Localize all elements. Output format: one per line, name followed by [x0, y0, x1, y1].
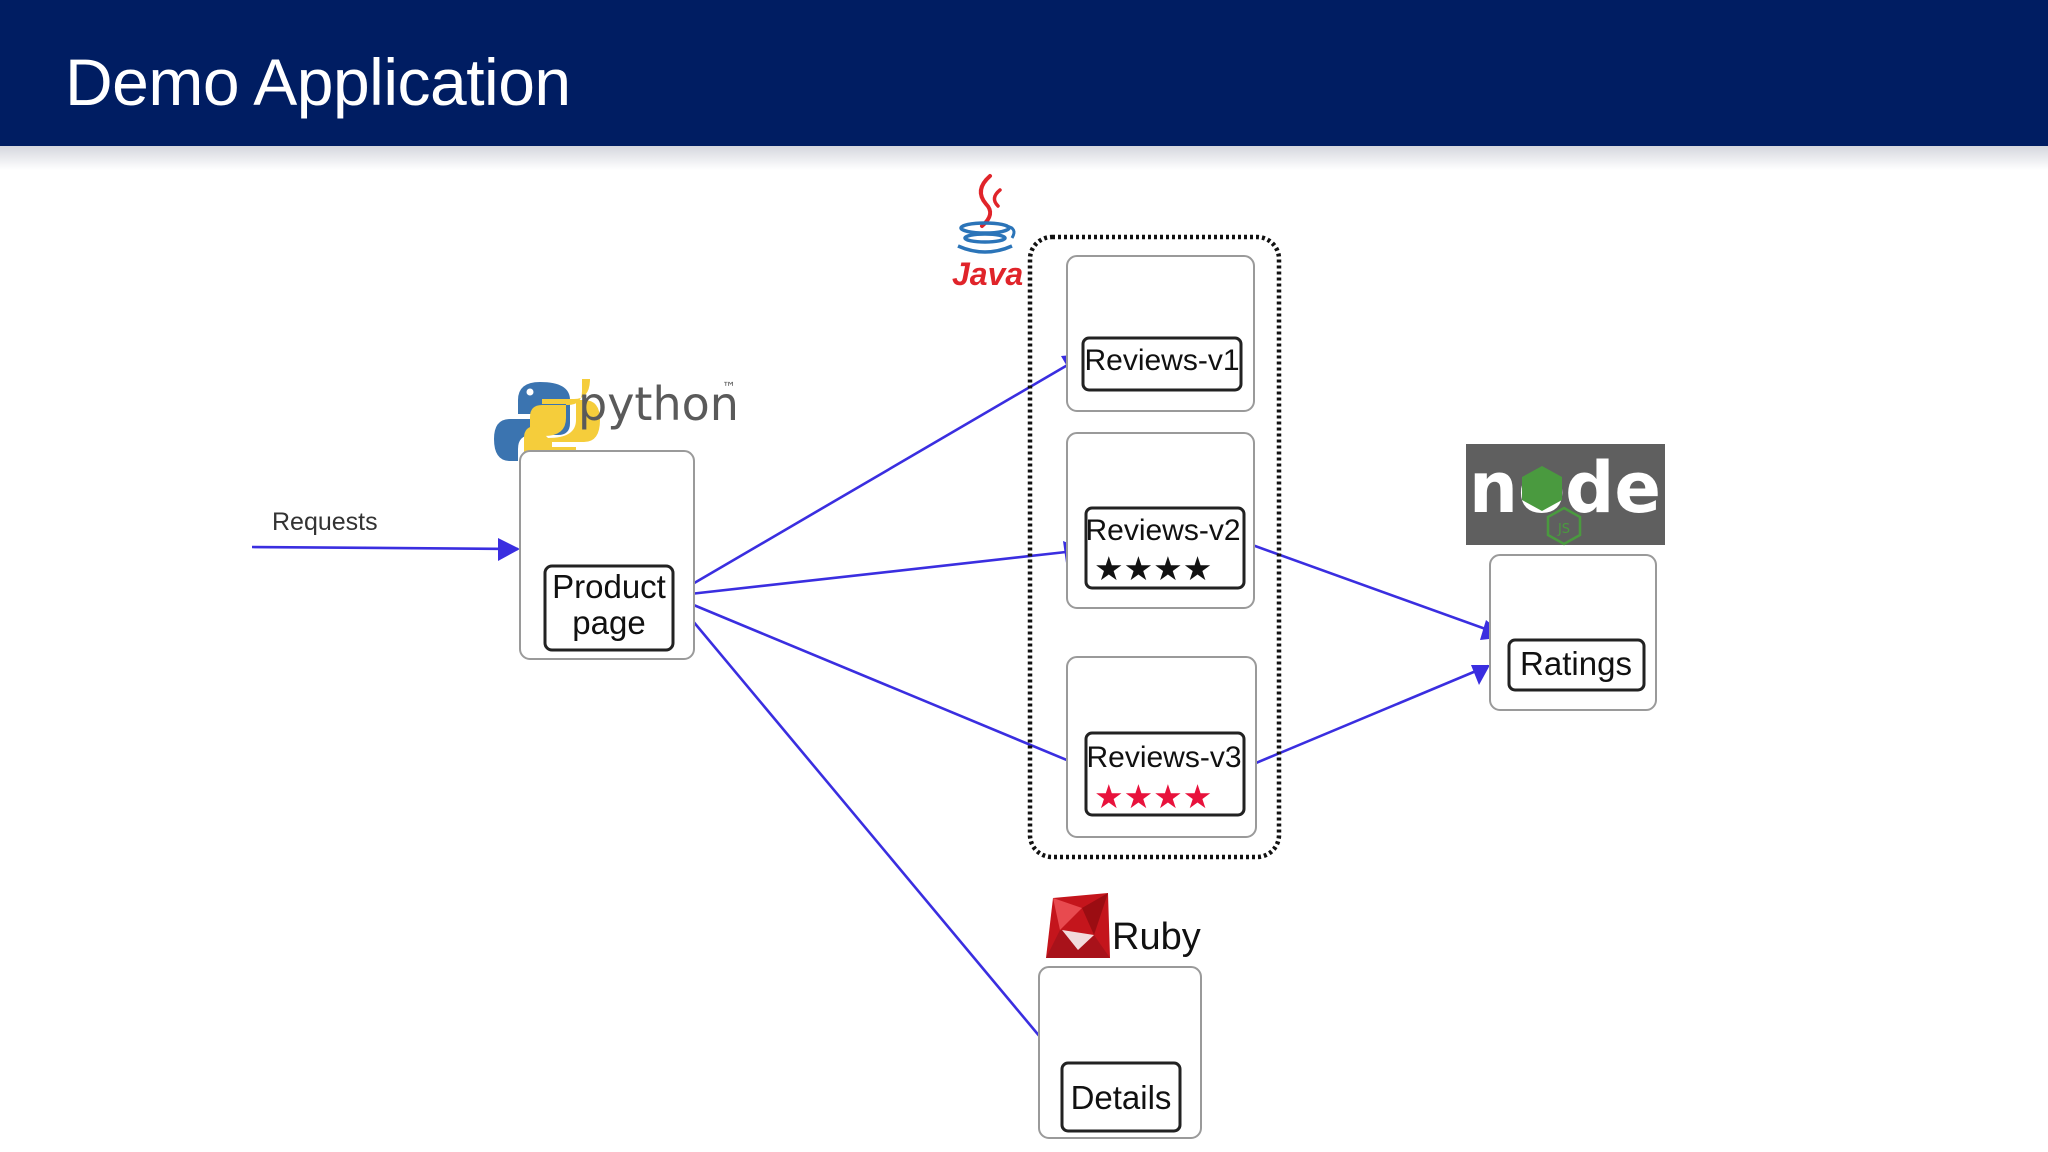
java-logo: Java	[952, 174, 1023, 292]
productpage-box	[543, 564, 675, 652]
reviews-v2-box	[1084, 506, 1246, 590]
reviews-v3-label: Reviews-v3	[1086, 741, 1241, 774]
reviews-v3-box	[1084, 731, 1246, 817]
edge-reviews-v3-ratings	[1243, 664, 1489, 770]
details-label: Details	[1071, 1079, 1172, 1116]
productpage-label-line1: Product	[552, 568, 666, 605]
edge-requests-productpage	[251, 545, 519, 551]
ruby-wordmark: Ruby	[1112, 916, 1201, 958]
arrowhead-ratings-from-v3	[1471, 665, 1490, 685]
python-wordmark: python	[578, 377, 739, 431]
java-wordmark: Java	[952, 256, 1023, 292]
node-logo: node JS	[1466, 444, 1665, 546]
details-service[interactable]: Details	[1038, 966, 1202, 1139]
reviews-v2-service[interactable]: Reviews-v2 ★★★★	[1066, 432, 1255, 609]
node-hexagon-icon	[1522, 466, 1562, 511]
ruby-logo: Ruby	[1046, 893, 1201, 958]
python-trademark: ™	[722, 380, 736, 396]
node-logo-background	[1466, 444, 1665, 545]
reviews-v3-service[interactable]: Reviews-v3 ★★★★	[1066, 656, 1257, 838]
edge-productpage-reviews-v3	[671, 594, 1087, 770]
reviews-v2-stars: ★★★★	[1094, 549, 1212, 588]
edge-productpage-reviews-v2	[671, 548, 1085, 598]
details-box	[1060, 1061, 1182, 1133]
reviews-v1-label: Reviews-v1	[1084, 344, 1239, 377]
requests-label: Requests	[272, 508, 378, 536]
reviews-v1-service[interactable]: Reviews-v1	[1066, 255, 1255, 412]
reviews-v1-box	[1081, 336, 1243, 392]
ratings-label: Ratings	[1520, 645, 1632, 682]
reviews-v3-stars: ★★★★	[1094, 777, 1212, 816]
edge-reviews-v2-ratings	[1243, 540, 1506, 638]
java-cup-icon	[957, 174, 1016, 254]
reviews-cluster-boundary	[1027, 234, 1282, 860]
reviews-v2-label: Reviews-v2	[1085, 514, 1240, 547]
ruby-gem-icon	[1046, 893, 1110, 958]
edges	[251, 354, 1506, 1069]
arrowhead-productpage	[498, 538, 520, 561]
header-bar	[0, 0, 2048, 146]
edge-productpage-details	[671, 595, 1067, 1069]
header-shadow	[0, 146, 2048, 170]
nodejs-hexagon-icon: JS	[1546, 506, 1582, 546]
node-wordmark: node	[1469, 447, 1661, 529]
ratings-box	[1507, 638, 1646, 692]
productpage-service[interactable]: Product page	[519, 450, 695, 660]
productpage-label-line2: page	[572, 604, 645, 641]
page-title: Demo Application	[65, 45, 571, 119]
ratings-service[interactable]: Ratings	[1489, 554, 1657, 711]
svg-text:JS: JS	[1557, 522, 1570, 537]
edge-productpage-reviews-v1	[671, 354, 1084, 598]
